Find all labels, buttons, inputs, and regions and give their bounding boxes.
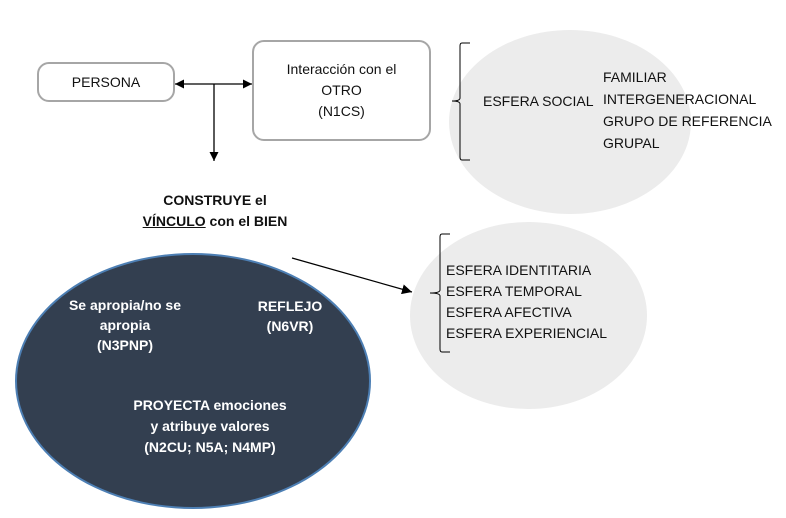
esfera-vinculo-item: ESFERA IDENTITARIA [446,262,592,278]
esferas-vinculo-brace [429,233,450,353]
reflejo-line-2: (N6VR) [266,318,314,334]
construye-line-1: CONSTRUYE el [163,192,267,208]
esfera-social-title: ESFERA SOCIAL [483,93,594,109]
construye-label: CONSTRUYE el VÍNCULO con el BIEN [130,190,300,232]
esfera-vinculo-item: ESFERA AFECTIVA [446,304,572,320]
esferas-vinculo-ellipse [410,222,647,409]
reflejo-text: REFLEJO (N6VR) [240,296,340,336]
apropia-text: Se apropia/no se apropia (N3PNP) [40,295,210,355]
interaccion-line-1: Interacción con el [286,61,397,77]
esfera-social-item: GRUPAL [603,135,660,151]
interaccion-box: Interacción con el OTRO (N1CS) [252,40,431,141]
proyecta-line-3: (N2CU; N5A; N4MP) [144,439,276,455]
esfera-social-items: FAMILIAR INTERGENERACIONAL GRUPO DE REFE… [603,66,772,154]
interaccion-line-3: (N1CS) [318,103,365,119]
proyecta-text: PROYECTA emociones y atribuye valores (N… [120,395,300,458]
proyecta-line-2: y atribuye valores [150,418,270,434]
vinculo-underlined: VÍNCULO [142,213,206,229]
reflejo-line-1: REFLEJO [257,298,323,314]
esfera-social-item: INTERGENERACIONAL [603,91,757,107]
apropia-line-1: Se apropia/no se [68,297,182,313]
esfera-social-ellipse [449,30,691,214]
esfera-social-item: GRUPO DE REFERENCIA [603,113,772,129]
esferas-vinculo-items: ESFERA IDENTITARIA ESFERA TEMPORAL ESFER… [446,260,607,344]
construye-line-2: VÍNCULO con el BIEN [130,211,300,232]
esfera-social-brace [451,42,470,161]
interaccion-line-2: OTRO [321,82,362,98]
construye-line-2-rest: con el BIEN [205,213,288,229]
proyecta-line-1: PROYECTA emociones [133,397,287,413]
apropia-line-2: apropia [99,317,151,333]
vinculo-ellipse [15,253,371,509]
diagonal-arrow [291,257,413,295]
persona-box: PERSONA [37,62,175,102]
esfera-vinculo-item: ESFERA EXPERIENCIAL [446,325,608,341]
apropia-line-3: (N3PNP) [96,337,153,353]
esfera-social-item: FAMILIAR [603,69,667,85]
esfera-vinculo-item: ESFERA TEMPORAL [446,283,582,299]
persona-label: PERSONA [71,74,141,90]
